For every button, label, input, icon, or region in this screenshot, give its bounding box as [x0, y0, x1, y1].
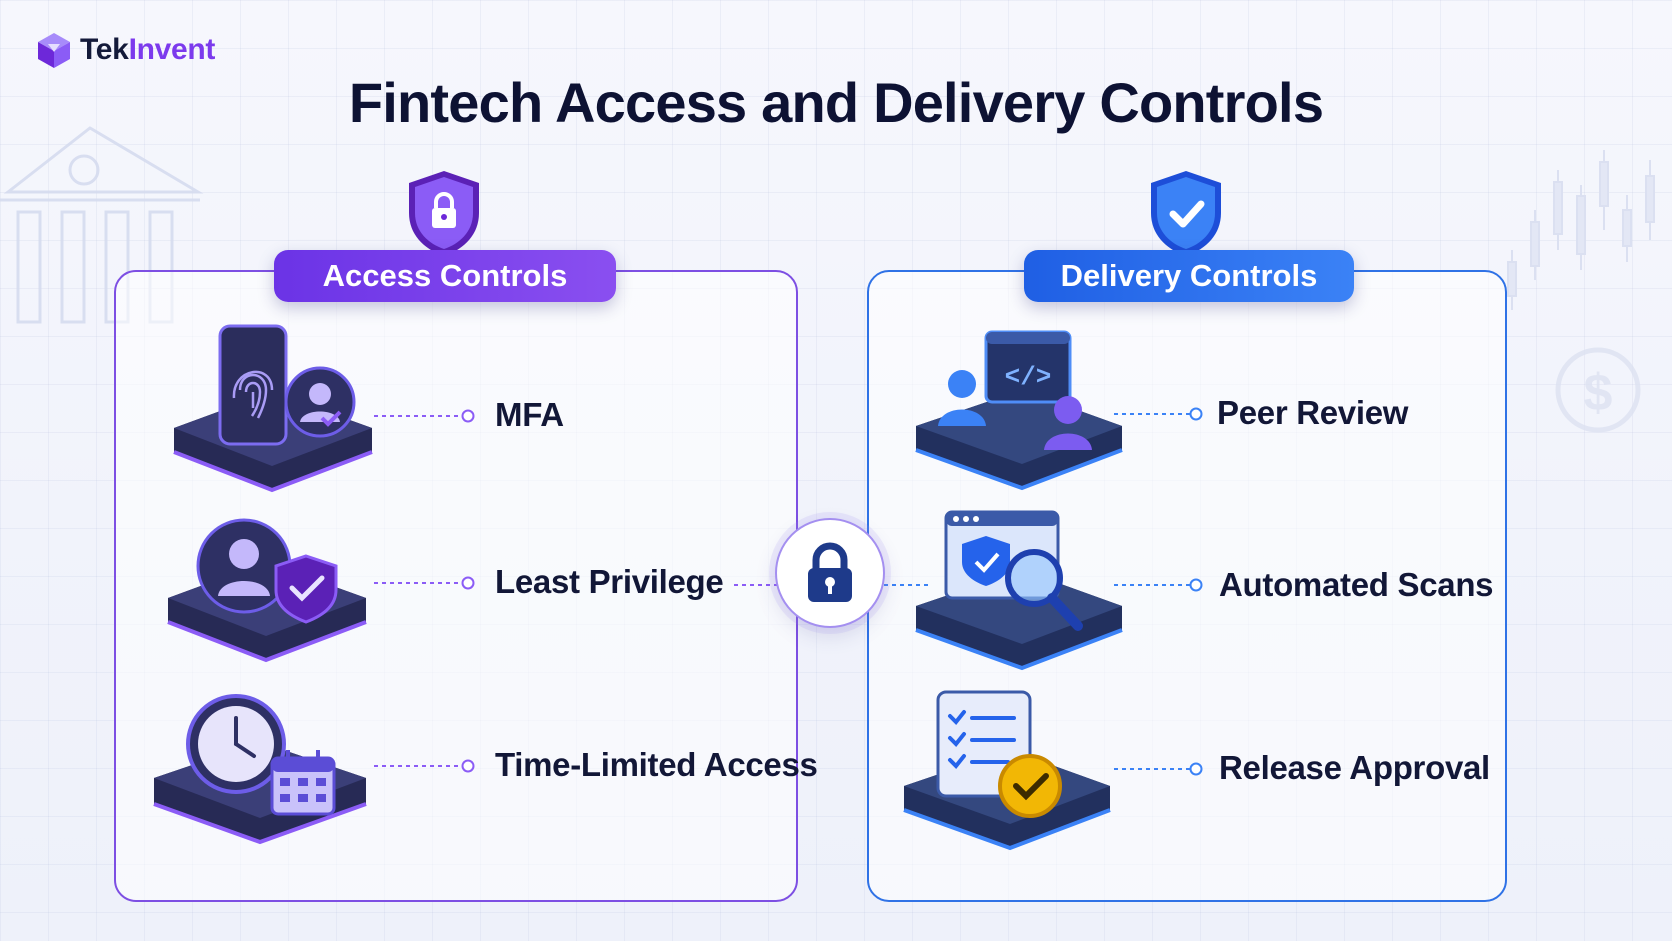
peer-review-label: Peer Review — [1217, 394, 1409, 431]
least-privilege-label: Least Privilege — [495, 563, 724, 600]
brand-name-part2: Invent — [128, 33, 216, 66]
access-controls-header: Access Controls — [274, 250, 616, 302]
browser-magnifier-shield-icon — [915, 510, 1123, 671]
mfa-label: MFA — [495, 396, 564, 433]
brand-logo[interactable]: TekInvent — [34, 30, 215, 70]
center-left-connector — [734, 584, 778, 586]
dollar-coin-icon: $ — [1555, 347, 1641, 433]
user-shield-icon — [167, 518, 367, 663]
time-limited-access-label: Time-Limited Access — [495, 746, 818, 783]
padlock-icon — [808, 542, 852, 602]
svg-text:</>: </> — [1005, 362, 1052, 392]
brand-name-part1: Tek — [80, 33, 129, 66]
delivery-controls-header: Delivery Controls — [1024, 250, 1354, 302]
automated-scans-connector — [1114, 578, 1203, 592]
mfa-connector — [374, 409, 475, 423]
cube-logo-icon — [38, 33, 70, 68]
center-lock-badge — [775, 518, 885, 628]
page-title: Fintech Access and Delivery Controls — [348, 71, 1324, 134]
least-privilege-connector — [374, 576, 475, 590]
brand-name: TekInvent — [80, 33, 215, 67]
time-limited-connector — [374, 759, 475, 773]
release-approval-label: Release Approval — [1219, 749, 1490, 786]
candlestick-chart-icon — [1507, 150, 1655, 310]
check-shield-icon — [1151, 171, 1221, 256]
peer-review-connector — [1114, 407, 1203, 421]
svg-text:$: $ — [1584, 364, 1613, 422]
checklist-badge-icon — [903, 690, 1111, 851]
code-review-users-icon: </> — [915, 330, 1123, 491]
clock-calendar-icon — [153, 694, 367, 845]
lock-shield-icon — [409, 171, 479, 256]
fingerprint-phone-user-icon — [173, 324, 373, 493]
release-approval-connector — [1114, 762, 1203, 776]
automated-scans-label: Automated Scans — [1219, 566, 1494, 603]
